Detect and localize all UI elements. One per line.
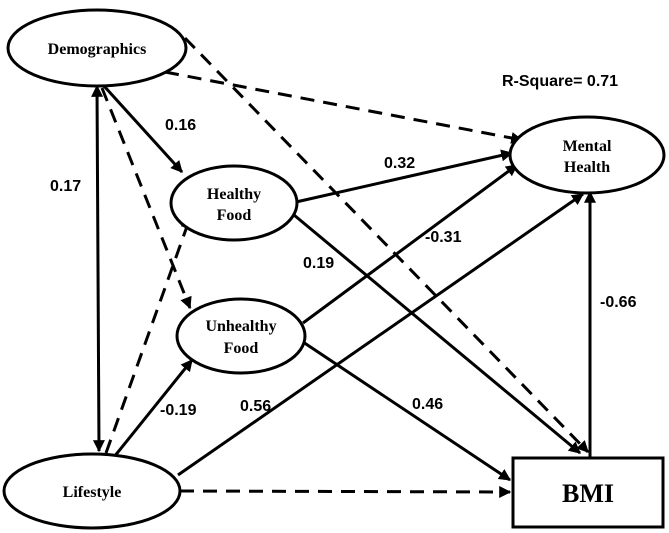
- node-lifestyle: [2, 452, 182, 530]
- coef-demographics-lifestyle: 0.17: [50, 178, 81, 195]
- node-bmi-label: BMI: [562, 479, 614, 508]
- node-healthy-food-label-1: Healthy: [207, 186, 261, 203]
- arrow-demographics-bmi: [183, 36, 590, 454]
- node-healthy-food-label-2: Food: [217, 207, 252, 224]
- node-lifestyle-label: Lifestyle: [63, 484, 122, 501]
- coef-healthy-mental: 0.32: [384, 155, 415, 172]
- node-unhealthy-food: [175, 297, 307, 375]
- coef-bmi-mental: -0.66: [600, 294, 637, 311]
- arrow-lifestyle-healthy-food: [104, 216, 193, 454]
- arrow-demographics-unhealthy-food: [100, 87, 192, 310]
- arrow-demographics-healthy-food: [102, 84, 184, 174]
- node-mental-health-label-1: Mental: [563, 138, 612, 155]
- r-square-label: R-Square= 0.71: [502, 73, 618, 90]
- node-mental-health-label-2: Health: [564, 159, 610, 176]
- node-bmi: [511, 456, 665, 529]
- coef-unhealthy-bmi: 0.46: [412, 396, 443, 413]
- coef-healthy-bmi: 0.19: [303, 255, 334, 272]
- arrow-demographics-lifestyle: [91, 84, 105, 453]
- arrow-unhealthy-food-mental-health: [302, 163, 518, 325]
- node-mental-health: [508, 115, 666, 195]
- arrow-healthy-food-bmi: [293, 213, 581, 455]
- node-healthy-food: [169, 164, 299, 242]
- arrow-lifestyle-bmi: [179, 485, 512, 498]
- coef-unhealthy-mental: -0.31: [425, 229, 462, 246]
- node-demographics-label: Demographics: [48, 41, 147, 58]
- arrow-lifestyle-unhealthy-food: [112, 359, 194, 458]
- arrow-unhealthy-food-bmi: [302, 340, 511, 482]
- arrow-lifestyle-mental-health: [177, 192, 584, 477]
- coef-lifestyle-unhealthy: -0.19: [160, 402, 197, 419]
- node-demographics: [6, 8, 188, 88]
- coef-lifestyle-mental: 0.56: [240, 398, 271, 415]
- node-unhealthy-food-label-1: Unhealthy: [205, 318, 276, 335]
- node-unhealthy-food-label-2: Food: [224, 340, 259, 357]
- arrow-demographics-mental-health: [164, 70, 524, 144]
- arrow-healthy-food-mental-health: [295, 149, 514, 204]
- coef-demographics-healthy: 0.16: [165, 117, 196, 134]
